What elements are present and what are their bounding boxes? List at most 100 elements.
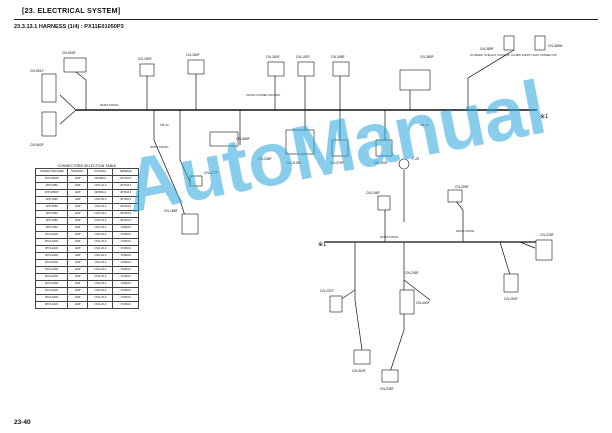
table-cell: 3P/H-0566H <box>34 189 69 197</box>
table-cell: 174/1-00-0 <box>87 287 114 295</box>
branch-cn503f <box>75 71 87 110</box>
table-cell: AMP <box>67 294 89 302</box>
table-cell: 174663-0 <box>112 273 139 281</box>
ref-mark-1: ※1 <box>540 113 549 120</box>
cn380f-label: CN-380F <box>420 55 434 59</box>
table-cell: 3P7003-0 <box>112 189 139 197</box>
table-cell: 172/1-00-0 <box>87 210 114 218</box>
cn369f-connector <box>209 131 239 147</box>
cn237f-label: CN-237F <box>320 289 334 293</box>
branch-cn389f <box>467 49 515 110</box>
table-cell: AMP <box>67 224 89 232</box>
table-cell: AMP <box>67 231 89 239</box>
table-cell: 2P/H-0566 <box>34 182 69 190</box>
taping-note-3: WHITE TAPING <box>456 229 475 233</box>
table-cell: 174663-0 <box>112 252 139 260</box>
table-cell: 3P7003-0 <box>112 196 139 204</box>
branch-cn477f <box>179 110 191 183</box>
page-number: 23-40 <box>14 419 31 426</box>
table-cell: AMP <box>67 238 89 246</box>
table-cell: 174663-0 <box>112 231 139 239</box>
cn501f-label: CN-501F <box>30 69 44 73</box>
table-cell: 174/1-00-0 <box>87 252 114 260</box>
table-cell: 174663-0 <box>112 259 139 267</box>
table-cell: 174663-0 <box>112 301 139 309</box>
cn246f-label: CN-246F <box>366 191 380 195</box>
f23-label: F-23 <box>412 157 419 161</box>
branch-cn237f <box>339 289 356 301</box>
table-cell: 2P7003-0 <box>112 182 139 190</box>
table-cell: 172/1-00-0 <box>87 182 114 190</box>
header-rule <box>14 19 598 20</box>
cn379f-label: CN-379F <box>330 161 344 165</box>
branch-cn310f <box>354 242 363 351</box>
table-cell: 3P/H-A40/C <box>34 280 69 288</box>
table-cell: 174/1-00-0 <box>87 294 114 302</box>
table-cell: 174/1-00-0 <box>87 238 114 246</box>
table-cell: AMP <box>67 287 89 295</box>
table-cell: 2P/H-2566 <box>34 210 69 218</box>
table-header-terminal: TERMINAL <box>112 168 139 176</box>
cn393f-label: CN-393F <box>374 161 388 165</box>
table-cell: AMP <box>67 280 89 288</box>
cn246f-connector <box>377 195 391 211</box>
table-cell: AMP <box>67 217 89 225</box>
table-cell: 2P/H-A40/C <box>34 238 69 246</box>
cn225f-connector <box>535 239 553 261</box>
connector-selection-table: CONNECTOR NAME MANUFAC. HOUSING TERMINAL… <box>34 168 139 309</box>
table-cell: 174663-0 <box>112 224 139 232</box>
table-cell: 3P/H-A40/C <box>34 245 69 253</box>
cn369f-label: CN-369F <box>236 137 250 141</box>
ref-mark-2: ※1 <box>318 241 327 248</box>
table-cell: AMP <box>67 245 89 253</box>
table-cell: AMP <box>67 301 89 309</box>
table-cell: AMP <box>67 182 89 190</box>
cn180f-connector <box>139 63 155 77</box>
cn389m-connector <box>534 35 546 51</box>
table-cell: 3P/0560-0 <box>87 189 114 197</box>
table-cell: AMP <box>67 252 89 260</box>
table-cell: 3P7003-0 <box>112 203 139 211</box>
table-cell: 3P/H-A40/C <box>34 266 69 274</box>
table-cell: 174/1-00-0 <box>87 273 114 281</box>
cn192f-connector <box>297 61 315 77</box>
cn503f-connector <box>63 57 87 73</box>
cn192f-label: CN-192F <box>296 55 310 59</box>
table-cell: 4P/H-2566 <box>34 224 69 232</box>
cn380f-connector <box>399 69 431 91</box>
cn308f-label: CN-308F <box>331 55 345 59</box>
table-cell: AMP <box>67 266 89 274</box>
table-cell: 4P/H-2566 <box>34 217 69 225</box>
table-cell: AMP <box>67 273 89 281</box>
table-cell: AMP <box>67 210 89 218</box>
table-cell: 174/1-00-0 <box>87 231 114 239</box>
table-header-housing: HOUSING <box>87 168 114 176</box>
section-header: [23. ELECTRICAL SYSTEM] <box>22 6 121 15</box>
cn237f-connector <box>329 295 343 313</box>
cn308f-connector <box>332 61 350 77</box>
order-note: IN ORDER TO BLACK CLOSE OF CN-380F SUPPL… <box>470 53 557 57</box>
branch-cn502f <box>59 109 77 125</box>
table-cell: AMP <box>67 259 89 267</box>
table-cell: 174663-0 <box>112 238 139 246</box>
table-cell: 174/1-00-0 <box>87 280 114 288</box>
cn503f-label: CN-503F <box>62 51 76 55</box>
table-cell: 3P7003-0 <box>112 210 139 218</box>
cn389f-label: CN-389F <box>480 47 494 51</box>
table-cell: 2P/H-A40/C <box>34 231 69 239</box>
spl-note-2: SPL-03 <box>420 123 429 127</box>
table-cell: 174663-0 <box>112 245 139 253</box>
table-cell: 174/1-00-0 <box>87 259 114 267</box>
cn180f-label: CN-180F <box>138 57 152 61</box>
